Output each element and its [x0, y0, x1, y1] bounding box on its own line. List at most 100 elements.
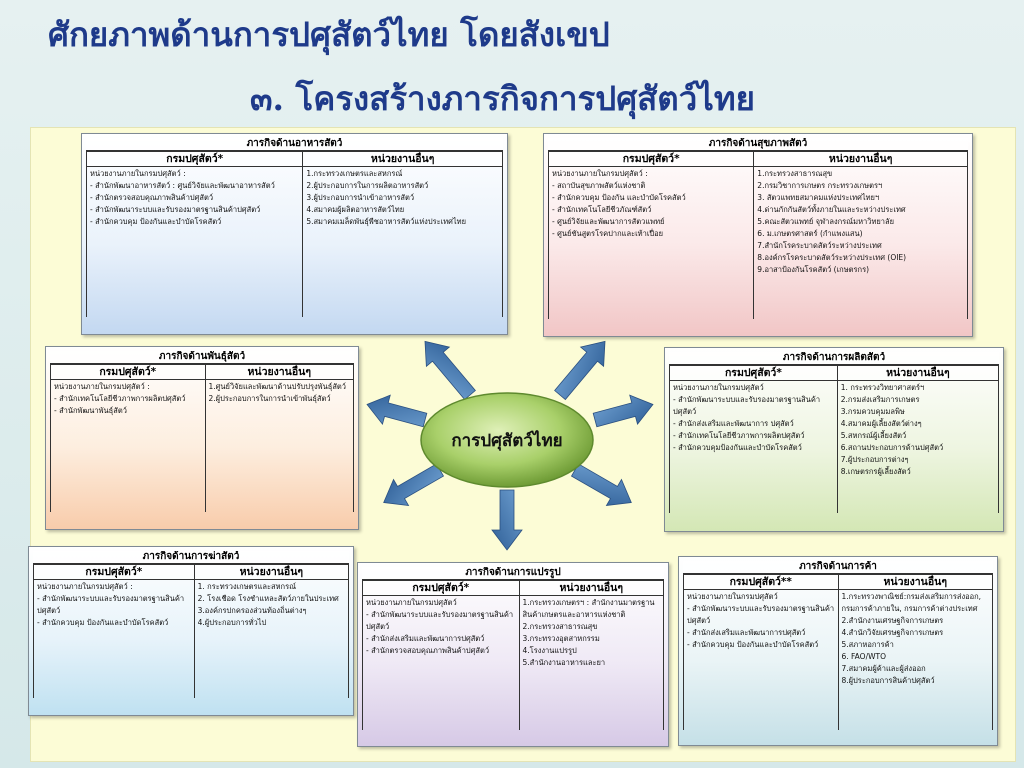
col-other: หน่วยงานอื่นๆ: [193, 564, 350, 580]
list-item: หน่วยงานภายในกรมปศุสัตว์ :: [552, 169, 648, 178]
box-slaughter: ภารกิจด้านการฆ่าสัตว์ กรมปศุสัตว์*หน่วยง…: [28, 546, 354, 716]
list-item: - สำนักควบคุม ป้องกันและบำบัดโรคสัตว์: [687, 640, 819, 649]
list-item: - สำนักควบคุม ป้องกันและบำบัดโรคสัตว์: [37, 618, 169, 627]
list-item: 7.สำนักโรคระบาดสัตว์ระหว่างประเทศ: [757, 241, 882, 250]
box-processing-right: 1.กระทรวงเกษตรฯ : สำนักงานมาตรฐานสินค้าเ…: [518, 595, 665, 730]
list-item: หน่วยงานภายในกรมปศุสัตว์ :: [37, 582, 133, 591]
list-item: - สำนักตรวจสอบคุณภาพสินค้าปศุสัตว์: [366, 646, 490, 655]
list-item: 2.ผู้ประกอบการในการผลิตอาหารสัตว์: [306, 181, 429, 190]
center-label: การปศุสัตว์ไทย: [451, 430, 563, 451]
box-feed-table: กรมปศุสัตว์*หน่วยงานอื่นๆ หน่วยงานภายในก…: [85, 151, 503, 317]
list-item: 4.สมาคมผู้เลี้ยงสัตว์ต่างๆ: [840, 419, 922, 428]
box-production-table: กรมปศุสัตว์*หน่วยงานอื่นๆ หน่วยงานภายในก…: [669, 365, 1000, 513]
arrow-left-icon: [366, 394, 428, 428]
list-item: 1.กระทรวงพาณิชย์:กรมส่งเสริมการส่งออก, ก…: [841, 592, 982, 613]
list-item: - สำนักพัฒนาระบบและรับรองมาตรฐานสินค้าปศ…: [366, 610, 514, 631]
list-item: หน่วยงานภายในกรมปศุสัตว์ :: [54, 382, 150, 391]
list-item: - สำนักพัฒนาระบบและรับรองมาตรฐานสินค้าปศ…: [90, 205, 261, 214]
list-item: 1. กระทรวงวิทยาศาสตร์ฯ: [840, 383, 925, 392]
list-item: - สำนักพัฒนาอาหารสัตว์ : ศูนย์วิจัยและพั…: [90, 181, 275, 190]
box-breeding-left: หน่วยงานภายในกรมปศุสัตว์ : - สำนักเทคโนโ…: [50, 379, 206, 512]
arrow-right-icon: [592, 394, 654, 428]
list-item: - สำนักส่งเสริมและพัฒนาการปศุสัตว์: [687, 628, 806, 637]
list-item: หน่วยงานภายในกรมปศุสัตว์: [687, 592, 778, 601]
list-item: 1.กระทรวงสาธารณสุข: [757, 169, 833, 178]
col-dld: กรมปศุสัตว์*: [50, 364, 206, 380]
col-dld: กรมปศุสัตว์**: [683, 574, 839, 590]
box-production: ภารกิจด้านการผลิตสัตว์ กรมปศุสัตว์*หน่วย…: [664, 347, 1004, 532]
list-item: 2.สำนักงานเศรษฐกิจการเกษตร: [841, 616, 944, 625]
list-item: 7.สมาคมผู้ค้าและผู้ส่งออก: [841, 664, 926, 673]
list-item: 1. กระทรวงเกษตรและสหกรณ์: [197, 582, 297, 591]
list-item: 8.องค์กรโรคระบาดสัตว์ระหว่างประเทศ (OIE): [757, 253, 907, 262]
list-item: 3.องค์กรปกครองส่วนท้องถิ่นต่างๆ: [197, 606, 307, 615]
list-item: 2.กรมวิชาการเกษตร กระทรวงเกษตรฯ: [757, 181, 883, 190]
list-item: 9.อาสาป้องกันโรคสัตว์ (เกษตรกร): [757, 265, 870, 274]
list-item: 5.สำนักงานอาหารและยา: [522, 658, 606, 667]
list-item: - ศูนย์วิจัยและพัฒนาการสัตวแพทย์: [552, 217, 665, 226]
arrow-up-right-icon: [554, 340, 606, 401]
box-breeding-table: กรมปศุสัตว์*หน่วยงานอื่นๆ หน่วยงานภายในก…: [50, 364, 355, 512]
list-item: 7.ผู้ประกอบการต่างๆ: [840, 455, 909, 464]
box-slaughter-right: 1. กระทรวงเกษตรและสหกรณ์ 2. โรงเชือด โรง…: [193, 579, 350, 698]
arrow-down-icon: [491, 489, 523, 551]
box-production-title: ภารกิจด้านการผลิตสัตว์: [669, 352, 999, 365]
list-item: 3.กระทรวงอุตสาหกรรม: [522, 634, 600, 643]
center-node: การปศุสัตว์ไทย: [418, 390, 596, 490]
list-item: 3.ผู้ประกอบการนำเข้าอาหารสัตว์: [306, 193, 415, 202]
list-item: - สำนักพัฒนาพันธุ์สัตว์: [54, 406, 127, 415]
col-other: หน่วยงานอื่นๆ: [836, 365, 1000, 381]
list-item: 6. ม.เกษตรศาสตร์ (กำแพงแสน): [757, 229, 863, 238]
list-item: - ศูนย์ชันสูตรโรคปากและเท้าเปื่อย: [552, 229, 664, 238]
list-item: - สำนักเทคโนโลยีชีวภาพการผลิตปศุสัตว์: [54, 394, 186, 403]
list-item: 2.กรมส่งเสริมการเกษตร: [840, 395, 920, 404]
page-title: ศักยภาพด้านการปศุสัตว์ไทย โดยสังเขป: [48, 15, 610, 54]
center-ellipse: [420, 392, 594, 488]
list-item: 2.กระทรวงสาธารณสุข: [522, 622, 598, 631]
page-subtitle: ๓. โครงสร้างภารกิจการปศุสัตว์ไทย: [250, 79, 755, 118]
list-item: 6.สถานประกอบการด้านปศุสัตว์: [840, 443, 944, 452]
box-trade-table: กรมปศุสัตว์**หน่วยงานอื่นๆ หน่วยงานภายใน…: [683, 574, 993, 730]
list-item: 4.สำนักวิจัยเศรษฐกิจการเกษตร: [841, 628, 944, 637]
box-health: ภารกิจด้านสุขภาพสัตว์ กรมปศุสัตว์*หน่วยง…: [543, 133, 973, 337]
list-item: 1.กระทรวงเกษตรและสหกรณ์: [306, 169, 403, 178]
box-trade-left: หน่วยงานภายในกรมปศุสัตว์ - สำนักพัฒนาระบ…: [683, 589, 839, 730]
box-slaughter-table: กรมปศุสัตว์*หน่วยงานอื่นๆ หน่วยงานภายในก…: [33, 564, 350, 698]
box-health-left: หน่วยงานภายในกรมปศุสัตว์ : - สถาบันสุขภา…: [547, 166, 755, 319]
list-item: 3. สัตวแพทยสมาคมแห่งประเทศไทยฯ: [757, 193, 880, 202]
list-item: หน่วยงานภายในกรมปศุสัตว์: [366, 598, 457, 607]
box-processing-left: หน่วยงานภายในกรมปศุสัตว์ - สำนักพัฒนาระบ…: [362, 595, 520, 730]
arrow-up-left-icon: [424, 340, 476, 401]
box-slaughter-left: หน่วยงานภายในกรมปศุสัตว์ : - สำนักพัฒนาร…: [33, 579, 195, 698]
list-item: - สำนักควบคุม ป้องกัน และบำบัดโรคสัตว์: [552, 193, 686, 202]
col-other: หน่วยงานอื่นๆ: [204, 364, 355, 380]
col-dld: กรมปศุสัตว์*: [33, 564, 195, 580]
box-breeding-right: 1.ศูนย์วิจัยและพัฒนาด้านปรับปรุงพันธุ์สั…: [204, 379, 355, 512]
col-other: หน่วยงานอื่นๆ: [302, 151, 503, 167]
list-item: - สำนักส่งเสริมและพัฒนาการปศุสัตว์: [366, 634, 485, 643]
box-feed-left: หน่วยงานภายในกรมปศุสัตว์ : - สำนักพัฒนาอ…: [85, 166, 304, 317]
box-feed: ภารกิจด้านอาหารสัตว์ กรมปศุสัตว์*หน่วยงา…: [81, 133, 508, 335]
box-health-table: กรมปศุสัตว์*หน่วยงานอื่นๆ หน่วยงานภายในก…: [547, 151, 968, 319]
list-item: 4.สมาคมผู้ผลิตอาหารสัตว์ไทย: [306, 205, 405, 214]
list-item: หน่วยงานภายในกรมปศุสัตว์: [673, 383, 764, 392]
list-item: - สำนักพัฒนาระบบและรับรองมาตรฐานสินค้าปศ…: [37, 594, 185, 615]
box-feed-title: ภารกิจด้านอาหารสัตว์: [86, 138, 503, 151]
list-item: 5.สภาหอการค้า: [841, 640, 894, 649]
list-item: 1.กระทรวงเกษตรฯ : สำนักงานมาตรฐานสินค้าเ…: [522, 598, 655, 619]
list-item: 3.กรมควบคุมมลพิษ: [840, 407, 905, 416]
box-trade-right: 1.กระทรวงพาณิชย์:กรมส่งเสริมการส่งออก, ก…: [837, 589, 993, 730]
box-breeding: ภารกิจด้านพันธุ์สัตว์ กรมปศุสัตว์*หน่วยง…: [45, 346, 359, 530]
col-other: หน่วยงานอื่นๆ: [518, 580, 665, 596]
list-item: 8.ผู้ประกอบการสินค้าปศุสัตว์: [841, 676, 935, 685]
box-breeding-title: ภารกิจด้านพันธุ์สัตว์: [50, 351, 354, 364]
list-item: - สำนักควบคุม ป้องกันและบำบัดโรคสัตว์: [90, 217, 222, 226]
col-dld: กรมปศุสัตว์*: [547, 151, 755, 167]
list-item: 2.ผู้ประกอบการในการนำเข้าพันธุ์สัตว์: [208, 394, 331, 403]
col-other: หน่วยงานอื่นๆ: [753, 151, 968, 167]
list-item: 4.ด่านกักกันสัตว์ทั้งภายในและระหว่างประเ…: [757, 205, 906, 214]
col-dld: กรมปศุสัตว์*: [362, 580, 520, 596]
box-slaughter-title: ภารกิจด้านการฆ่าสัตว์: [33, 551, 349, 564]
list-item: - สำนักเทคโนโลยีชีวภัณฑ์สัตว์: [552, 205, 652, 214]
